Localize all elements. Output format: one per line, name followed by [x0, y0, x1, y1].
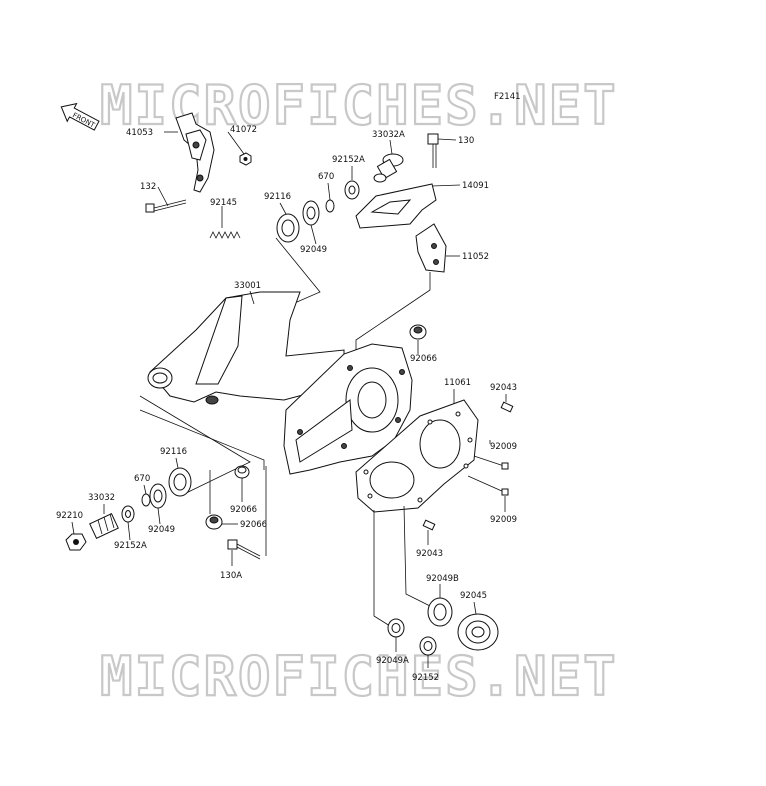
label-92116-top: 92116: [264, 192, 291, 202]
part-11052-bracket: [415, 223, 447, 273]
label-11061: 11061: [444, 378, 471, 388]
label-92152: 92152: [412, 673, 439, 683]
label-92009-a: 92009: [490, 442, 517, 452]
part-92066-cap-a: [234, 465, 250, 479]
part-130A-bolt: [227, 539, 261, 560]
label-41053: 41053: [126, 128, 153, 138]
part-92116-bearing-top: [276, 213, 300, 243]
label-130A: 130A: [220, 571, 242, 581]
part-92152A-washer-left: [121, 505, 135, 523]
label-33032A: 33032A: [372, 130, 405, 140]
label-92210: 92210: [56, 511, 83, 521]
part-92045-bearing: [457, 613, 499, 651]
part-92116-bearing-left: [168, 467, 192, 497]
label-41072: 41072: [230, 125, 257, 135]
label-92145: 92145: [210, 198, 237, 208]
part-92049-seal-left: [149, 483, 167, 509]
part-41053-bracket: [175, 112, 215, 193]
part-92049-seal-top: [302, 200, 320, 226]
part-41072-nut: [239, 152, 252, 166]
label-92152A-top: 92152A: [332, 155, 365, 165]
part-132-bolt: [145, 199, 187, 213]
label-92043-top: 92043: [490, 383, 517, 393]
label-33001: 33001: [234, 281, 261, 291]
label-130: 130: [458, 136, 474, 146]
part-33032-adjuster: [89, 513, 119, 539]
part-92009-screw-a: [473, 455, 509, 470]
label-33032: 33032: [88, 493, 115, 503]
part-92049A-seal: [387, 618, 405, 638]
part-final-gear-case: [283, 343, 413, 475]
label-92066-b: 92066: [240, 520, 267, 530]
label-92043-low: 92043: [416, 549, 443, 559]
part-11061-gasket: [355, 399, 479, 513]
part-92152-collar: [419, 636, 437, 656]
label-11052: 11052: [462, 252, 489, 262]
part-670-oring-left: [141, 493, 151, 507]
label-92049B: 92049B: [426, 574, 459, 584]
label-92009-b: 92009: [490, 515, 517, 525]
label-92049-left: 92049: [148, 525, 175, 535]
label-670-top: 670: [318, 172, 334, 182]
part-92009-screw-b: [467, 475, 509, 496]
label-670-left: 670: [134, 474, 150, 484]
part-92066-cap-b: [205, 514, 223, 530]
part-14091-cover: [355, 183, 437, 229]
label-92152A-left: 92152A: [114, 541, 147, 551]
part-92043-dowel-low: [422, 519, 436, 531]
label-92049A: 92049A: [376, 656, 409, 666]
part-670-oring-top: [325, 199, 335, 213]
label-92116-left: 92116: [160, 447, 187, 457]
part-92210-nut: [65, 533, 87, 551]
label-14091: 14091: [462, 181, 489, 191]
part-130-bolt: [427, 133, 439, 168]
part-92152A-washer-top: [344, 180, 360, 200]
label-132: 132: [140, 182, 156, 192]
part-92145-spring: [209, 231, 241, 239]
label-92045: 92045: [460, 591, 487, 601]
part-92049B-seal: [427, 597, 453, 627]
part-33032A-adjuster: [373, 153, 404, 183]
label-92066-right: 92066: [410, 354, 437, 364]
front-arrow-icon: FRONT: [60, 102, 100, 131]
part-92043-dowel-top: [500, 401, 514, 413]
part-92066-plug-right: [409, 324, 427, 340]
watermark-bottom: MICROFICHES.NET: [100, 645, 618, 708]
watermark-top: MICROFICHES.NET: [100, 74, 618, 137]
label-92049-top: 92049: [300, 245, 327, 255]
figure-code: F2141: [494, 92, 521, 102]
label-92066-a: 92066: [230, 505, 257, 515]
part-33001-swingarm: [147, 291, 345, 405]
